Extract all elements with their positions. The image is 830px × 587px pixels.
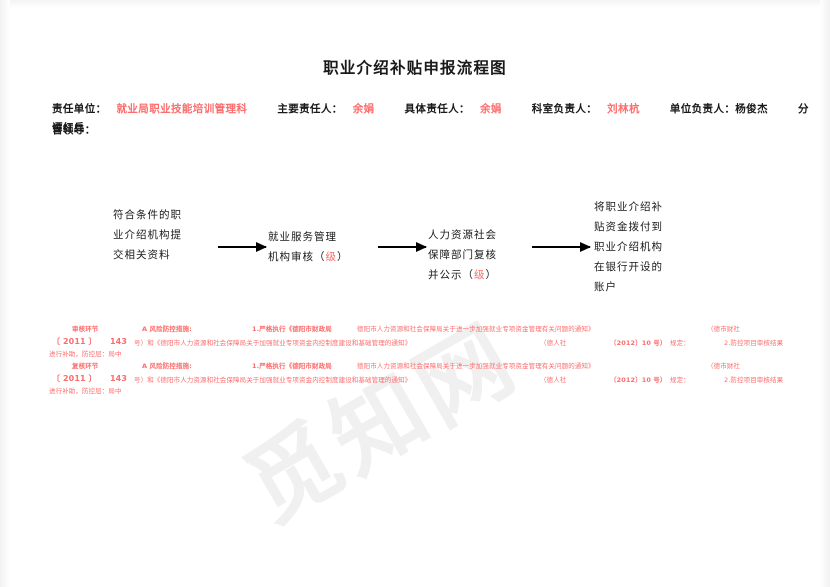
flow-step-1-line-2: 业介绍机构提	[113, 229, 182, 241]
responsible-unit-label: 责任单位：	[52, 103, 107, 115]
unit-head-value: 杨俊杰	[735, 103, 768, 115]
flow-step-hrss-recheck: 人力资源社会 保障部门复核 并公示（级）	[428, 225, 524, 285]
note1-tail: 进行补助，防控层：局中	[49, 349, 122, 358]
flow-step-disburse-subsidy: 将职业介绍补 贴资金拨付到 职业介绍机构 在银行开设的 账户	[594, 197, 692, 297]
note2-year: 〔 2011 〕	[52, 373, 97, 383]
note2-tail: 进行补助，防控层：局中	[49, 386, 122, 395]
unit-head-label: 单位负责人：	[669, 103, 736, 115]
flow-step-4-line-4: 在银行开设的	[594, 261, 663, 273]
note1-year: 〔 2011 〕	[52, 336, 97, 346]
flow-step-3-level: 级	[474, 269, 486, 281]
note1-stage: 审核环节	[72, 325, 99, 333]
flow-step-3-prefix: 并公示（	[428, 269, 474, 281]
flow-step-2-prefix: 机构审核（	[268, 251, 326, 263]
flow-arrow-right-icon-3	[532, 242, 591, 252]
flow-arrow-right-icon-1	[218, 242, 267, 252]
flow-arrow-right-icon-2	[378, 242, 427, 252]
flow-step-3-line-2: 保障部门复核	[428, 249, 497, 261]
note2-num-suffix: 号）和《德阳市人力资源和社会保障局关于加强就业专项资金内控制度建设和基础管理的通…	[134, 375, 412, 384]
flow-step-4-line-3: 职业介绍机构	[594, 241, 663, 253]
note2-measure-label: A 风险防控措施:	[142, 362, 192, 370]
specific-person-label: 具体责任人：	[404, 103, 470, 115]
section-head-label: 科室负责人：	[531, 103, 598, 115]
note2-item-2: 2.防控项目审核结果	[724, 375, 784, 384]
responsible-unit-value: 就业局职业技能培训管理科	[116, 103, 248, 115]
flow-step-3-line-1: 人力资源社会	[428, 229, 497, 241]
note2-doc-num: 〔2012〕10 号）	[610, 375, 667, 384]
flow-step-2-line-1: 就业服务管理	[268, 231, 337, 243]
note1-regulation: 规定：	[670, 338, 690, 347]
page-title: 职业介绍补贴申报流程图	[323, 59, 507, 77]
supervisor-value: 谭红兵	[52, 122, 85, 134]
flow-step-1-line-3: 交相关资料	[113, 249, 171, 261]
risk-note-block-recheck: 复核环节 A 风险防控措施: 1.严格执行《德阳市财政局 德阳市人力资源和社会保…	[49, 361, 812, 398]
risk-note-row: 〔 2011 〕 143 号）和《德阳市人力资源和社会保障局关于加强就业专项资金…	[52, 373, 812, 386]
flow-step-3-suffix: ）	[485, 269, 497, 281]
flow-step-4-line-5: 账户	[594, 281, 617, 293]
note1-paren-right: （德市财社	[707, 325, 740, 333]
note2-de-ren-she: （德人社	[540, 375, 567, 384]
section-head-value: 刘林杭	[607, 103, 640, 115]
risk-note-row: 审核环节 A 风险防控措施: 1.严格执行《德阳市财政局 德阳市人力资源和社会保…	[52, 324, 812, 336]
flow-step-4-line-1: 将职业介绍补	[594, 201, 663, 213]
risk-note-row: 进行补助，防控层：局中	[49, 349, 812, 361]
note2-doc-number: 143	[110, 373, 127, 383]
risk-note-block-review: 审核环节 A 风险防控措施: 1.严格执行《德阳市财政局 德阳市人力资源和社会保…	[49, 324, 812, 361]
specific-person-value: 余娟	[479, 103, 502, 115]
page-edge-top-shading	[0, 0, 830, 8]
note1-de-ren-she: （德人社	[540, 338, 567, 347]
note2-stage: 复核环节	[72, 362, 99, 370]
note1-num-suffix: 号）和《德阳市人力资源和社会保障局关于加强就业专项资金内控制度建设和基础管理的通…	[134, 338, 412, 347]
flow-step-3-line-3: 并公示（级）	[428, 265, 524, 285]
note2-regulation: 规定：	[670, 375, 690, 384]
note2-paren-right: （德市财社	[707, 362, 740, 370]
flow-step-4-line-2: 贴资金拨付到	[594, 221, 663, 233]
note1-item-1: 1.严格执行《德阳市财政局	[252, 325, 332, 333]
main-person-label: 主要责任人：	[277, 103, 343, 115]
flow-step-2-line-2: 机构审核（级）	[268, 247, 370, 267]
note1-doc-num: 〔2012〕10 号）	[610, 338, 667, 347]
flow-step-submit-materials: 符合条件的职 业介绍机构提 交相关资料	[113, 205, 213, 265]
responsibility-header: 责任单位：就业局职业技能培训管理科主要责任人：余娟具体责任人：余娟科室负责人：刘…	[52, 99, 812, 141]
page-edge-right-shading	[820, 0, 830, 587]
main-person-value: 余娟	[352, 103, 375, 115]
note1-doc-ref-right: 德阳市人力资源和社会保障局关于进一步加强就业专项资金管理有关问题的通知》	[357, 325, 595, 333]
page-edge-left-shading	[0, 0, 10, 587]
note1-doc-number: 143	[110, 336, 127, 346]
flow-step-2-suffix: ）	[337, 251, 349, 263]
note2-doc-ref-right: 德阳市人力资源和社会保障局关于进一步加强就业专项资金管理有关问题的通知》	[357, 362, 595, 370]
supervisor-label: 分管领导：	[52, 103, 809, 136]
note1-item-2: 2.防控项目审核结果	[724, 338, 784, 347]
note1-measure-label: A 风险防控措施:	[142, 325, 192, 333]
risk-note-row: 进行补助，防控层：局中	[49, 386, 812, 398]
note2-item-1: 1.严格执行《德阳市财政局	[252, 362, 332, 370]
flow-step-1-line-1: 符合条件的职	[113, 209, 182, 221]
risk-note-row: 〔 2011 〕 143 号）和《德阳市人力资源和社会保障局关于加强就业专项资金…	[52, 336, 812, 349]
flow-step-2-level: 级	[325, 251, 337, 263]
flow-step-employment-service-review: 就业服务管理 机构审核（级）	[268, 227, 370, 267]
risk-note-row: 复核环节 A 风险防控措施: 1.严格执行《德阳市财政局 德阳市人力资源和社会保…	[52, 361, 812, 373]
